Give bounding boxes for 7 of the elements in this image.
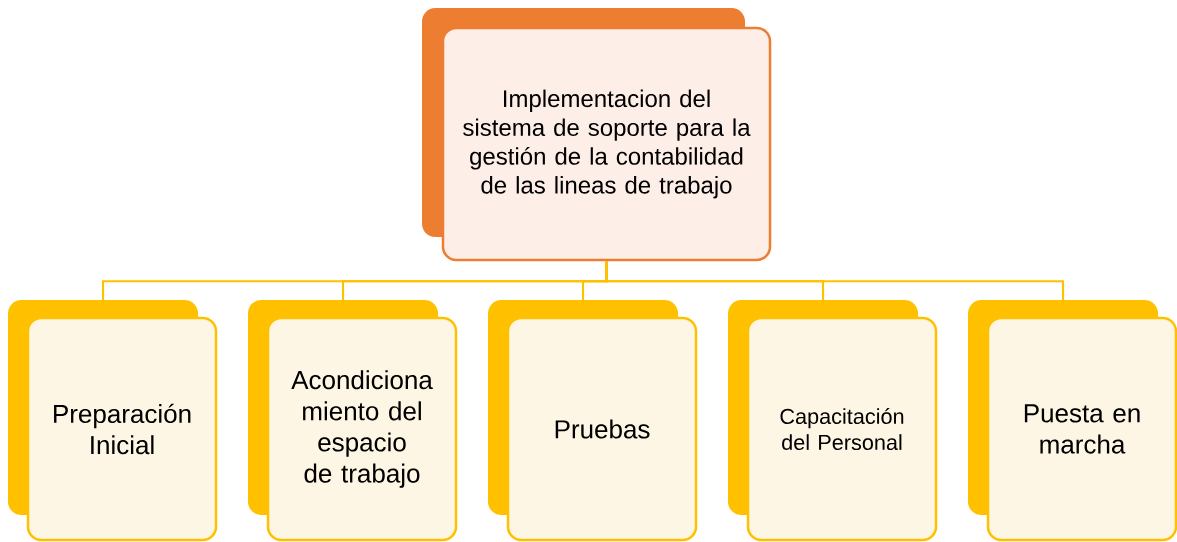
task-box: Capacitación del Personal bbox=[728, 300, 938, 542]
connector-line bbox=[605, 261, 1065, 300]
task-box: Puesta en marcha bbox=[968, 300, 1177, 542]
task-box: Preparación Inicial bbox=[8, 300, 218, 542]
task-box: Acondiciona miento del espacio de trabajo bbox=[248, 300, 458, 542]
task-box: Pruebas bbox=[488, 300, 698, 542]
title-box: Implementacion del sistema de soporte para la gestión de la contabilidad de las lineas de trabajo bbox=[422, 8, 772, 262]
